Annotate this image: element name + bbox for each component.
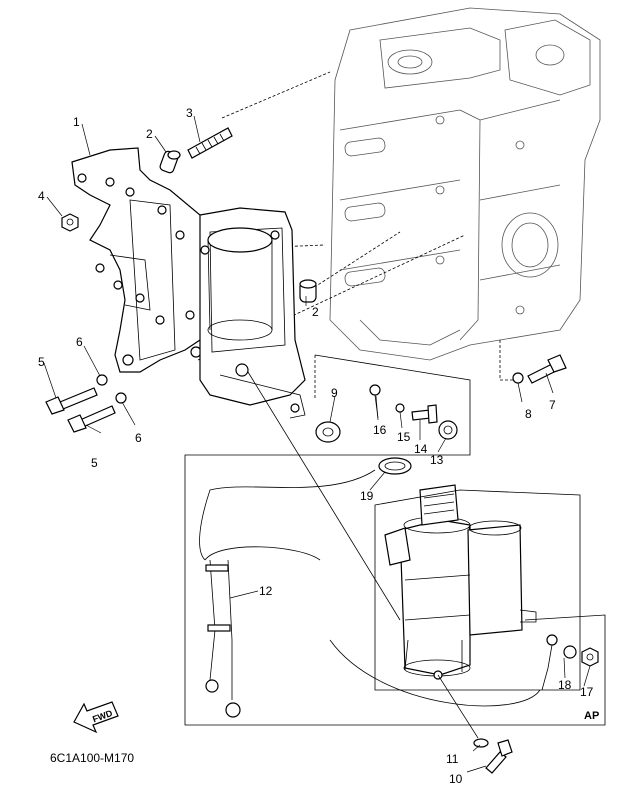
- stud-bolt: [187, 127, 233, 159]
- callout-13: 13: [430, 453, 444, 467]
- harness-tie-upper: [205, 564, 229, 572]
- bracket-assembly: [71, 147, 216, 373]
- callout-4: 4: [38, 189, 45, 203]
- callout-17: 17: [580, 685, 594, 699]
- bolt-right: [527, 354, 567, 384]
- callout-10: 10: [449, 772, 463, 786]
- collar-top: [159, 150, 181, 174]
- bolt-small: [411, 404, 438, 424]
- bolt-lower: [67, 405, 116, 433]
- wire-harness: [199, 469, 541, 718]
- callout-3: 3: [186, 106, 193, 120]
- bolt-upper: [45, 387, 98, 415]
- grommet-small: [438, 420, 458, 440]
- clamp-band: [378, 457, 412, 475]
- nut-terminal: [581, 647, 599, 667]
- washer-terminal: [563, 645, 577, 659]
- diagram-code: 6C1A100-M170: [50, 751, 134, 765]
- callout-16: 16: [373, 423, 387, 437]
- callout-6-lower: 6: [135, 431, 142, 445]
- harness-tie-lower: [207, 624, 231, 632]
- engine-block: [329, 7, 601, 361]
- bolt-bottom: [485, 739, 513, 774]
- washer-lower: [115, 392, 127, 404]
- washer-bottom: [473, 738, 489, 748]
- fwd-arrow-icon: FWD: [73, 701, 119, 734]
- leader-lines: [43, 115, 591, 773]
- grommet: [315, 421, 341, 443]
- callout-15: 15: [397, 430, 411, 444]
- starter-motor: [384, 484, 537, 680]
- callout-14: 14: [414, 442, 428, 456]
- callout-5-upper: 5: [38, 355, 45, 369]
- callout-2-mid: 2: [312, 305, 319, 319]
- starter-bracket-frame: [199, 207, 306, 419]
- callout-9: 9: [331, 386, 338, 400]
- nut: [61, 213, 79, 232]
- washer-upper: [96, 374, 108, 386]
- ap-label: AP: [584, 710, 599, 722]
- callout-11: 11: [446, 752, 459, 766]
- callout-1: 1: [73, 115, 80, 129]
- washer-right: [512, 372, 524, 384]
- callout-12: 12: [259, 584, 273, 598]
- callout-5-lower: 5: [91, 456, 98, 470]
- collar-mid: [299, 279, 317, 303]
- callout-19: 19: [360, 489, 374, 503]
- callout-8: 8: [525, 407, 532, 421]
- callout-7: 7: [549, 398, 556, 412]
- callout-2-top: 2: [146, 127, 153, 141]
- washer-small: [395, 403, 405, 413]
- callout-labels: 1 2 3 4 5 6 2 5 6 7 8 9 16 15 14 13 19 1…: [38, 106, 594, 786]
- grouping-boxes: [184, 354, 606, 726]
- callout-18: 18: [558, 678, 572, 692]
- callout-6-upper: 6: [76, 335, 83, 349]
- terminal-lead: [369, 384, 381, 419]
- terminal-cable-end: [541, 634, 558, 691]
